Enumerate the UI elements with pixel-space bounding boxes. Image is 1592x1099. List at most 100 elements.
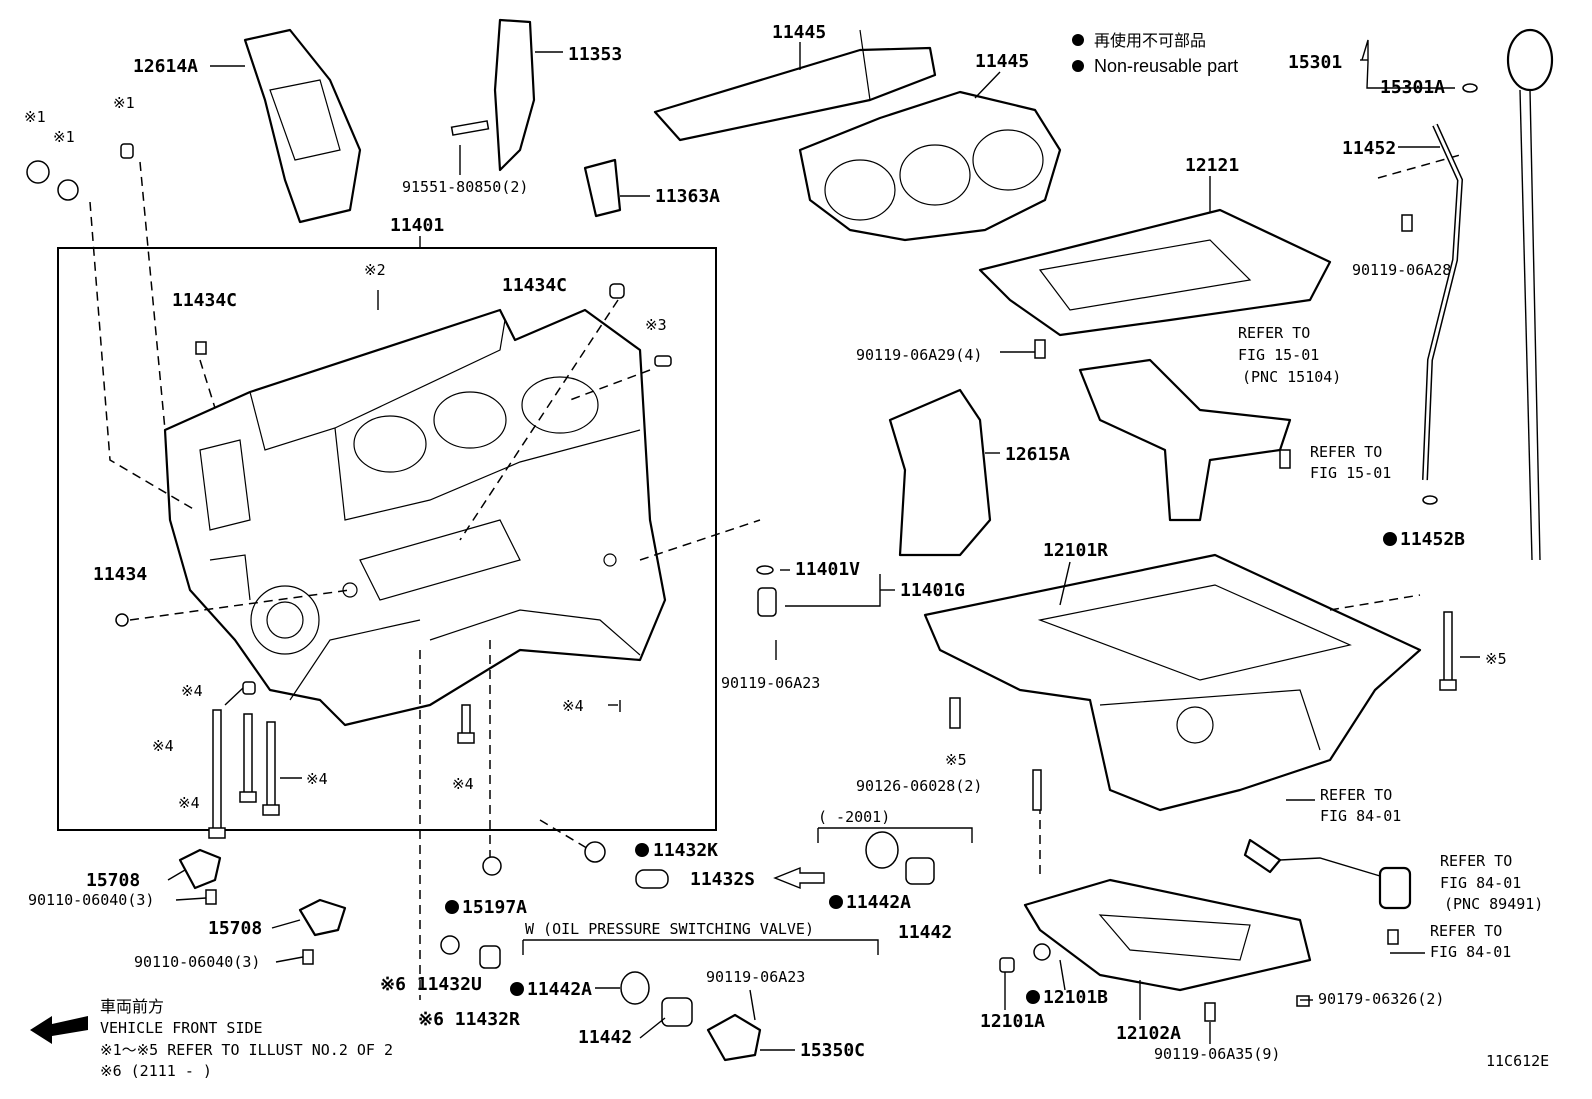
callout-p11401G: 11401G [900,580,965,601]
bottom-notes: 車両前方 VEHICLE FRONT SIDE ※1～※5 REFER TO I… [100,998,1549,1080]
callout-pReferFig1501a1: REFER TO [1238,324,1310,342]
callout-pM4f: ※4 [178,794,200,812]
callout-p90119A35: 90119-06A35(9) [1154,1045,1280,1063]
dashed-leaders [89,154,1461,1000]
callout-p90119A23a: 90119-06A23 [721,674,820,692]
callout-p91551: 91551-80850(2) [402,178,528,196]
figure-id: 11C612E [1486,1052,1549,1070]
callout-p12101A: 12101A [980,1011,1045,1032]
callout-p90119A29: 90119-06A29(4) [856,346,982,364]
cylinder-block-frame [57,247,717,831]
part-15350C [706,1013,762,1062]
callout-p11442Atop: 11442A [846,892,911,913]
callout-p11445a: 11445 [772,22,826,43]
callout-pMark5l: ※5 [945,751,967,769]
callout-p15301: 15301 [1288,52,1342,73]
callout-p12614A: 12614A [133,56,198,77]
part-11363A [583,158,622,218]
callout-p12102A: 12102A [1116,1023,1181,1044]
part-12615A [888,388,992,557]
part-15708-a [178,848,222,890]
part-12102A-lower-pan [1023,878,1312,992]
callout-pM4c: ※4 [152,737,174,755]
callout-pReferFig1501a3: (PNC 15104) [1242,368,1341,386]
part-15301-handle [1506,28,1554,92]
part-11445-bar [653,46,937,142]
callout-p12615A: 12615A [1005,444,1070,465]
callout-pReferFig8401c2: FIG 84-01 [1430,943,1511,961]
callout-p90179: 90179-06326(2) [1318,990,1444,1008]
callout-p11442Abot: 11442A [527,979,592,1000]
callout-p11432U: ※6 11432U [380,974,482,995]
callout-p11432K: 11432K [653,840,718,861]
callout-pReferFig8401c1: REFER TO [1430,922,1502,940]
part-12614A [243,28,362,224]
callout-p90119A23b: 90119-06A23 [706,968,805,986]
non-reusable-dot-icon [510,982,524,996]
vehicle-front-en: VEHICLE FRONT SIDE [100,1019,263,1037]
callout-p12101R: 12101R [1043,540,1108,561]
callout-pM1b: ※1 [53,128,75,146]
callout-p11432S: 11432S [690,869,755,890]
callout-p11401V: 11401V [795,559,860,580]
callout-p11442bot: 11442 [578,1027,632,1048]
part-oil-strainer [1078,358,1292,522]
callout-p12121: 12121 [1185,155,1239,176]
cylinder-block-drawing [163,308,667,727]
callout-p15708b: 15708 [208,918,262,939]
callout-pM4b: ※4 [562,697,584,715]
callout-pReferFig1501b1: REFER TO [1310,443,1382,461]
callout-p11442top: 11442 [898,922,952,943]
part-11353 [493,18,536,172]
non-reusable-dot-icon [1072,34,1084,46]
non-reusable-dot-icon [1026,990,1040,1004]
callout-p90110b: 90110-06040(3) [134,953,260,971]
callout-pM4e: ※4 [452,775,474,793]
bolts-mark-4 [208,704,475,839]
callout-pM4a: ※4 [181,682,203,700]
callout-pM1c: ※1 [113,94,135,112]
part-sensor-84-01 [1243,838,1282,874]
callout-p11363A: 11363A [655,186,720,207]
callout-pReferFig8401b3: (PNC 89491) [1444,895,1543,913]
callout-pReferFig8401b1: REFER TO [1440,852,1512,870]
callout-p15350C: 15350C [800,1040,865,1061]
callout-p90119A28: 90119-06A28 [1352,261,1451,279]
callout-p90126: 90126-06028(2) [856,777,982,795]
callout-p11452: 11452 [1342,138,1396,159]
callout-pReferFig8401b2: FIG 84-01 [1440,874,1521,892]
callout-pM2: ※2 [364,261,386,279]
callout-p11353: 11353 [568,44,622,65]
callout-p11434: 11434 [93,564,147,585]
part-11401G [757,587,777,617]
legend-jp: 再使用不可部品 [1094,32,1206,50]
callout-p15301A: 15301A [1380,77,1445,98]
callout-pReferFig1501b2: FIG 15-01 [1310,464,1391,482]
part-91551-bolt [450,120,490,136]
note-6: ※6 (2111 - ) [100,1062,212,1080]
callout-p11452B: 11452B [1400,529,1465,550]
callout-pReferFig8401a2: FIG 84-01 [1320,807,1401,825]
callout-p90110a: 90110-06040(3) [28,891,154,909]
part-11452-tube [1422,123,1464,481]
callout-p11432R: ※6 11432R [418,1009,520,1030]
callout-pReferFig8401a1: REFER TO [1320,786,1392,804]
date-range-label: ( -2001) [818,808,890,826]
callout-pMark5r: ※5 [1485,650,1507,668]
refer-note: ※1～※5 REFER TO ILLUST NO.2 OF 2 [100,1041,393,1059]
part-11445-gasket [798,90,1062,242]
callout-leaders [167,42,1480,1051]
w-oil-pressure-label: W (OIL PRESSURE SWITCHING VALVE) [525,920,814,938]
legend: 再使用不可部品 Non-reusable part [1072,32,1238,76]
callout-p15708a: 15708 [86,870,140,891]
part-12121 [978,208,1332,337]
non-reusable-dot-icon [829,895,843,909]
block-small-parts [26,143,672,712]
non-reusable-dot-icon [635,843,649,857]
non-reusable-dot-icon [1383,532,1397,546]
non-reusable-dot-icon [445,900,459,914]
callout-pReferFig1501a2: FIG 15-01 [1238,346,1319,364]
vehicle-front-arrow-icon [30,1016,88,1044]
